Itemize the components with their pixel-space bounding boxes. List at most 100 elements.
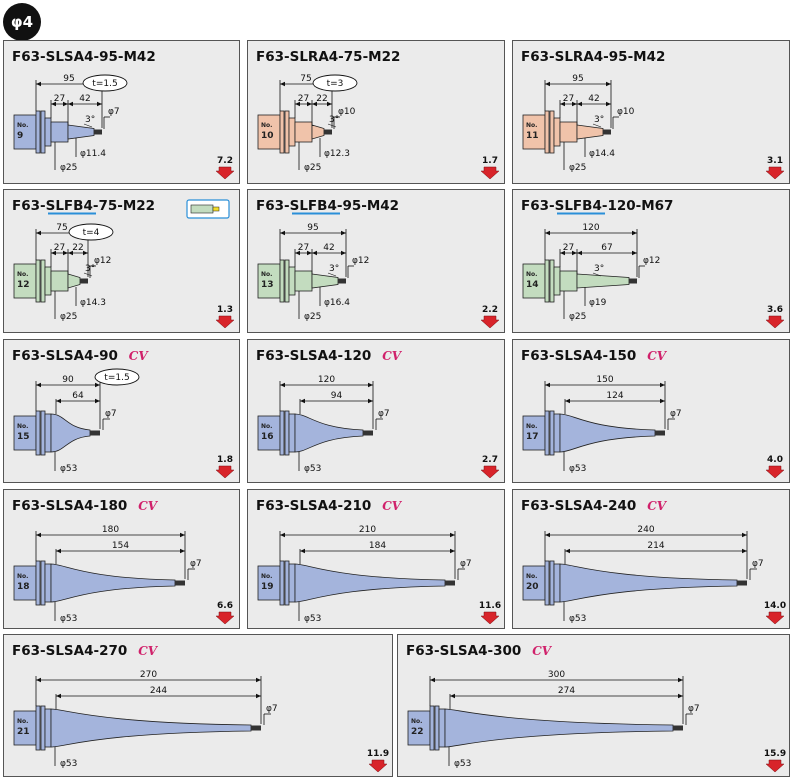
tool-model-title: F63-SLSA4-180: [12, 498, 127, 514]
dim-b-label: 67: [601, 243, 612, 253]
dim-a: [51, 101, 68, 107]
thickness-callout: t=3: [312, 74, 358, 92]
mid-diameter-label: φ19: [589, 298, 607, 308]
dim-a-label: 27: [298, 94, 309, 104]
dim-total: [280, 532, 455, 538]
dim-b: [312, 101, 332, 107]
tool-number: 13: [261, 280, 274, 290]
tool-holder: [522, 560, 561, 606]
tool-no-label: No.: [411, 718, 422, 725]
tip-diameter-label: φ12: [643, 256, 660, 266]
tool-number: 10: [261, 131, 274, 141]
tool-tip: [251, 725, 261, 731]
dim-a: [300, 398, 373, 404]
tip-diameter-label: φ7: [105, 409, 117, 419]
tool-number: 22: [411, 727, 424, 737]
dim-a: [295, 101, 312, 107]
weight-label: 1.8: [217, 455, 233, 465]
cv-mark: CV: [129, 349, 150, 363]
tool-holder: [522, 110, 561, 154]
cv-mark: CV: [382, 499, 403, 513]
weight-label: 3.6: [767, 305, 783, 315]
dim-b-label: 42: [323, 243, 334, 253]
tool-cone: [294, 413, 364, 453]
dim-a: [56, 548, 185, 554]
tool-no-label: No.: [526, 573, 537, 580]
cv-mark: CV: [382, 349, 403, 363]
tool-no-label: No.: [261, 423, 272, 430]
dim-a-label: 27: [298, 243, 309, 253]
weight-label: 11.6: [479, 601, 501, 611]
dim-total: [430, 677, 683, 683]
angle-leader: [327, 272, 337, 277]
dim-b-label: 42: [588, 94, 599, 104]
taper-angle-label: 3°: [85, 115, 95, 125]
thickness-callout: t=1.5: [94, 368, 140, 386]
tool-holder: [522, 410, 561, 456]
tool-tip: [737, 580, 747, 586]
dim-total-label: 150: [596, 375, 613, 385]
weight-arrow-icon: [480, 315, 500, 329]
mid-diameter-label: φ16.4: [324, 298, 350, 308]
tool-no-label: No.: [261, 573, 272, 580]
tool-no-label: No.: [17, 573, 28, 580]
tool-no-label: No.: [17, 271, 28, 278]
angle-leader: [592, 272, 602, 277]
tool-cone: [444, 708, 674, 748]
section-badge: φ4: [3, 3, 41, 41]
weight-arrow-icon: [480, 611, 500, 625]
weight-arrow-icon: [368, 759, 388, 773]
thickness-label: t=3: [327, 79, 344, 89]
tool-number: 16: [261, 432, 274, 442]
shank-diameter-label: φ53: [569, 464, 586, 474]
tool-number: 19: [261, 582, 274, 592]
tool-no-label: No.: [261, 122, 272, 129]
tip-diameter-label: φ12: [94, 256, 111, 266]
dim-b-label: 42: [79, 94, 90, 104]
tip-diameter-label: φ7: [378, 409, 390, 419]
mid-diameter-label: φ12.3: [324, 149, 350, 159]
dim-total-label: 95: [307, 223, 318, 233]
dim-total-label: 90: [62, 375, 74, 385]
dim-a-label: 27: [54, 94, 65, 104]
tool-icon: [186, 199, 230, 219]
dim-a: [56, 693, 261, 699]
dim-total-label: 210: [359, 525, 376, 535]
mid-diameter-label: φ14.3: [80, 298, 106, 308]
dim-total: [545, 532, 747, 538]
tool-model-title: F63-SLFB4-120-M67: [521, 198, 673, 214]
thickness-label: t=1.5: [104, 373, 129, 383]
tool-shank: [50, 270, 69, 292]
tool-holder: [257, 410, 296, 456]
tool-model-title: F63-SLSA4-95-M42: [12, 49, 156, 65]
weight-label: 6.6: [217, 601, 233, 611]
tool-tip: [175, 580, 185, 586]
shank-diameter-label: φ53: [569, 614, 586, 624]
shank-diameter-label: φ53: [454, 759, 471, 769]
tool-cone: [559, 563, 738, 603]
thickness-label: t=1.5: [92, 79, 117, 89]
dim-a-label: 27: [54, 243, 65, 253]
thickness-callout: t=1.5: [82, 74, 128, 92]
tool-holder: [257, 560, 296, 606]
dim-a-label: 244: [150, 686, 167, 696]
dim-a-label: 124: [606, 391, 623, 401]
weight-arrow-icon: [765, 465, 785, 479]
dim-a-label: 27: [563, 94, 574, 104]
taper-angle-label: 3°: [85, 264, 95, 274]
tip-diameter-label: φ7: [266, 704, 278, 714]
taper-angle-label: 3°: [594, 115, 604, 125]
tool-shank: [559, 270, 578, 292]
dim-total-label: 240: [637, 525, 654, 535]
tool-number: 14: [526, 280, 539, 290]
dim-total: [36, 532, 185, 538]
dim-a: [51, 250, 68, 256]
dim-a: [450, 693, 683, 699]
